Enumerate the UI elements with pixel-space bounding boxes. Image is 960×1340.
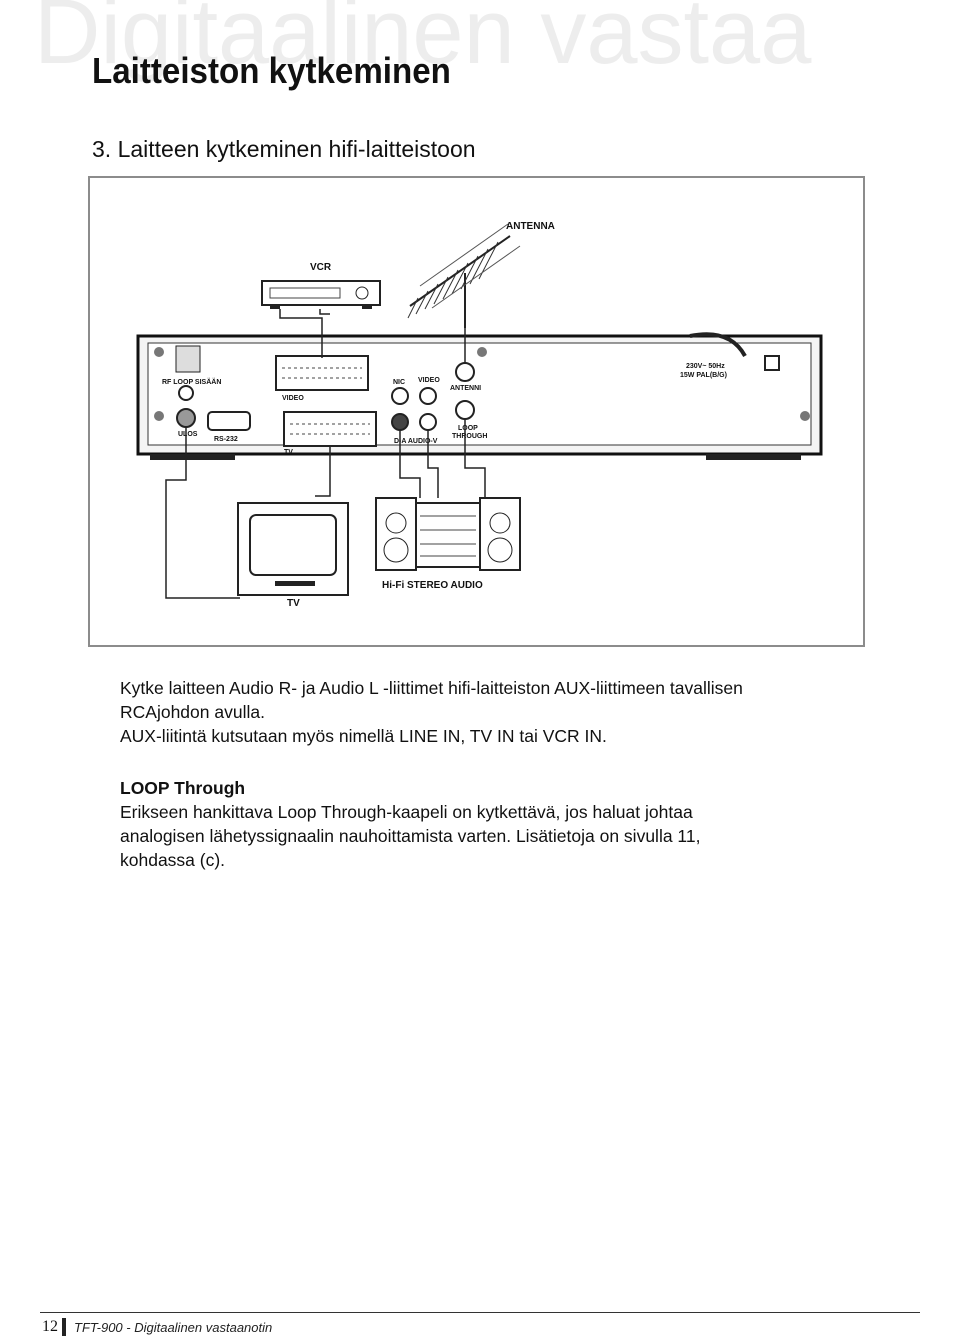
vcr-illustration: VCR (261, 262, 381, 309)
tv-illustration: TV (237, 502, 349, 609)
nic-label: NIC (393, 379, 405, 386)
footer-divider (40, 1312, 920, 1313)
loop-through-heading: LOOP Through (120, 778, 246, 798)
loop-through-line: kohdassa (c). (120, 850, 226, 870)
page-title: Laitteiston kytkeminen (92, 50, 451, 91)
loop-through-section: LOOP Through Erikseen hankittava Loop Th… (120, 776, 860, 872)
section-heading: 3. Laitteen kytkeminen hifi-laitteistoon (92, 136, 476, 162)
loop-label-line2: THROUGH (452, 433, 487, 440)
body-line: Kytke laitteen Audio R- ja Audio L -liit… (120, 678, 743, 698)
connection-diagram: ANTENNA VCR RF LOOP SISÄÄN ULOS (88, 176, 865, 647)
antenni-label: ANTENNI (450, 385, 481, 392)
page-number: 12 (42, 1318, 58, 1335)
video-scart-label: VIDEO (282, 395, 304, 402)
rs232-label: RS-232 (214, 436, 238, 443)
hifi-illustration: Hi-Fi STEREO AUDIO (375, 497, 521, 591)
tv-scart-label: TV (284, 449, 293, 456)
body-line: RCAjohdon avulla. (120, 702, 265, 722)
vcr-label: VCR (310, 262, 332, 273)
page-footer: 12 TFT-900 - Digitaalinen vastaanotin (42, 1318, 272, 1336)
footer-text: TFT-900 - Digitaalinen vastaanotin (74, 1319, 273, 1335)
tv-label: TV (287, 598, 300, 609)
hifi-label: Hi-Fi STEREO AUDIO (382, 580, 483, 591)
ulos-label: ULOS (178, 431, 198, 438)
footer-bar (62, 1318, 66, 1336)
loop-label-line1: LOOP (458, 425, 478, 432)
d-audio-label: D-A AUDIO-V (394, 438, 438, 445)
power-label-line1: 230V~ 50Hz (686, 363, 725, 370)
video-rca-label: VIDEO (418, 377, 440, 384)
receiver-rear-panel: RF LOOP SISÄÄN ULOS RS-232 VIDEO TV NIC … (136, 332, 823, 460)
power-label-line2: 15W PAL(B/G) (680, 372, 727, 379)
body-paragraph: Kytke laitteen Audio R- ja Audio L -liit… (120, 676, 860, 748)
antenna-illustration: ANTENNA (407, 221, 555, 328)
body-line: AUX-liitintä kutsutaan myös nimellä LINE… (120, 726, 607, 746)
rf-loop-label: RF LOOP SISÄÄN (162, 378, 221, 386)
connection-diagram-svg: ANTENNA VCR RF LOOP SISÄÄN ULOS (136, 221, 823, 609)
watermark-text: Digitaalinen vastaa (34, 0, 812, 83)
loop-through-line: analogisen lähetyssignaalin nauhoittamis… (120, 826, 701, 846)
antenna-label: ANTENNA (506, 221, 555, 232)
cable-lines (165, 309, 486, 599)
loop-through-line: Erikseen hankittava Loop Through-kaapeli… (120, 802, 693, 822)
